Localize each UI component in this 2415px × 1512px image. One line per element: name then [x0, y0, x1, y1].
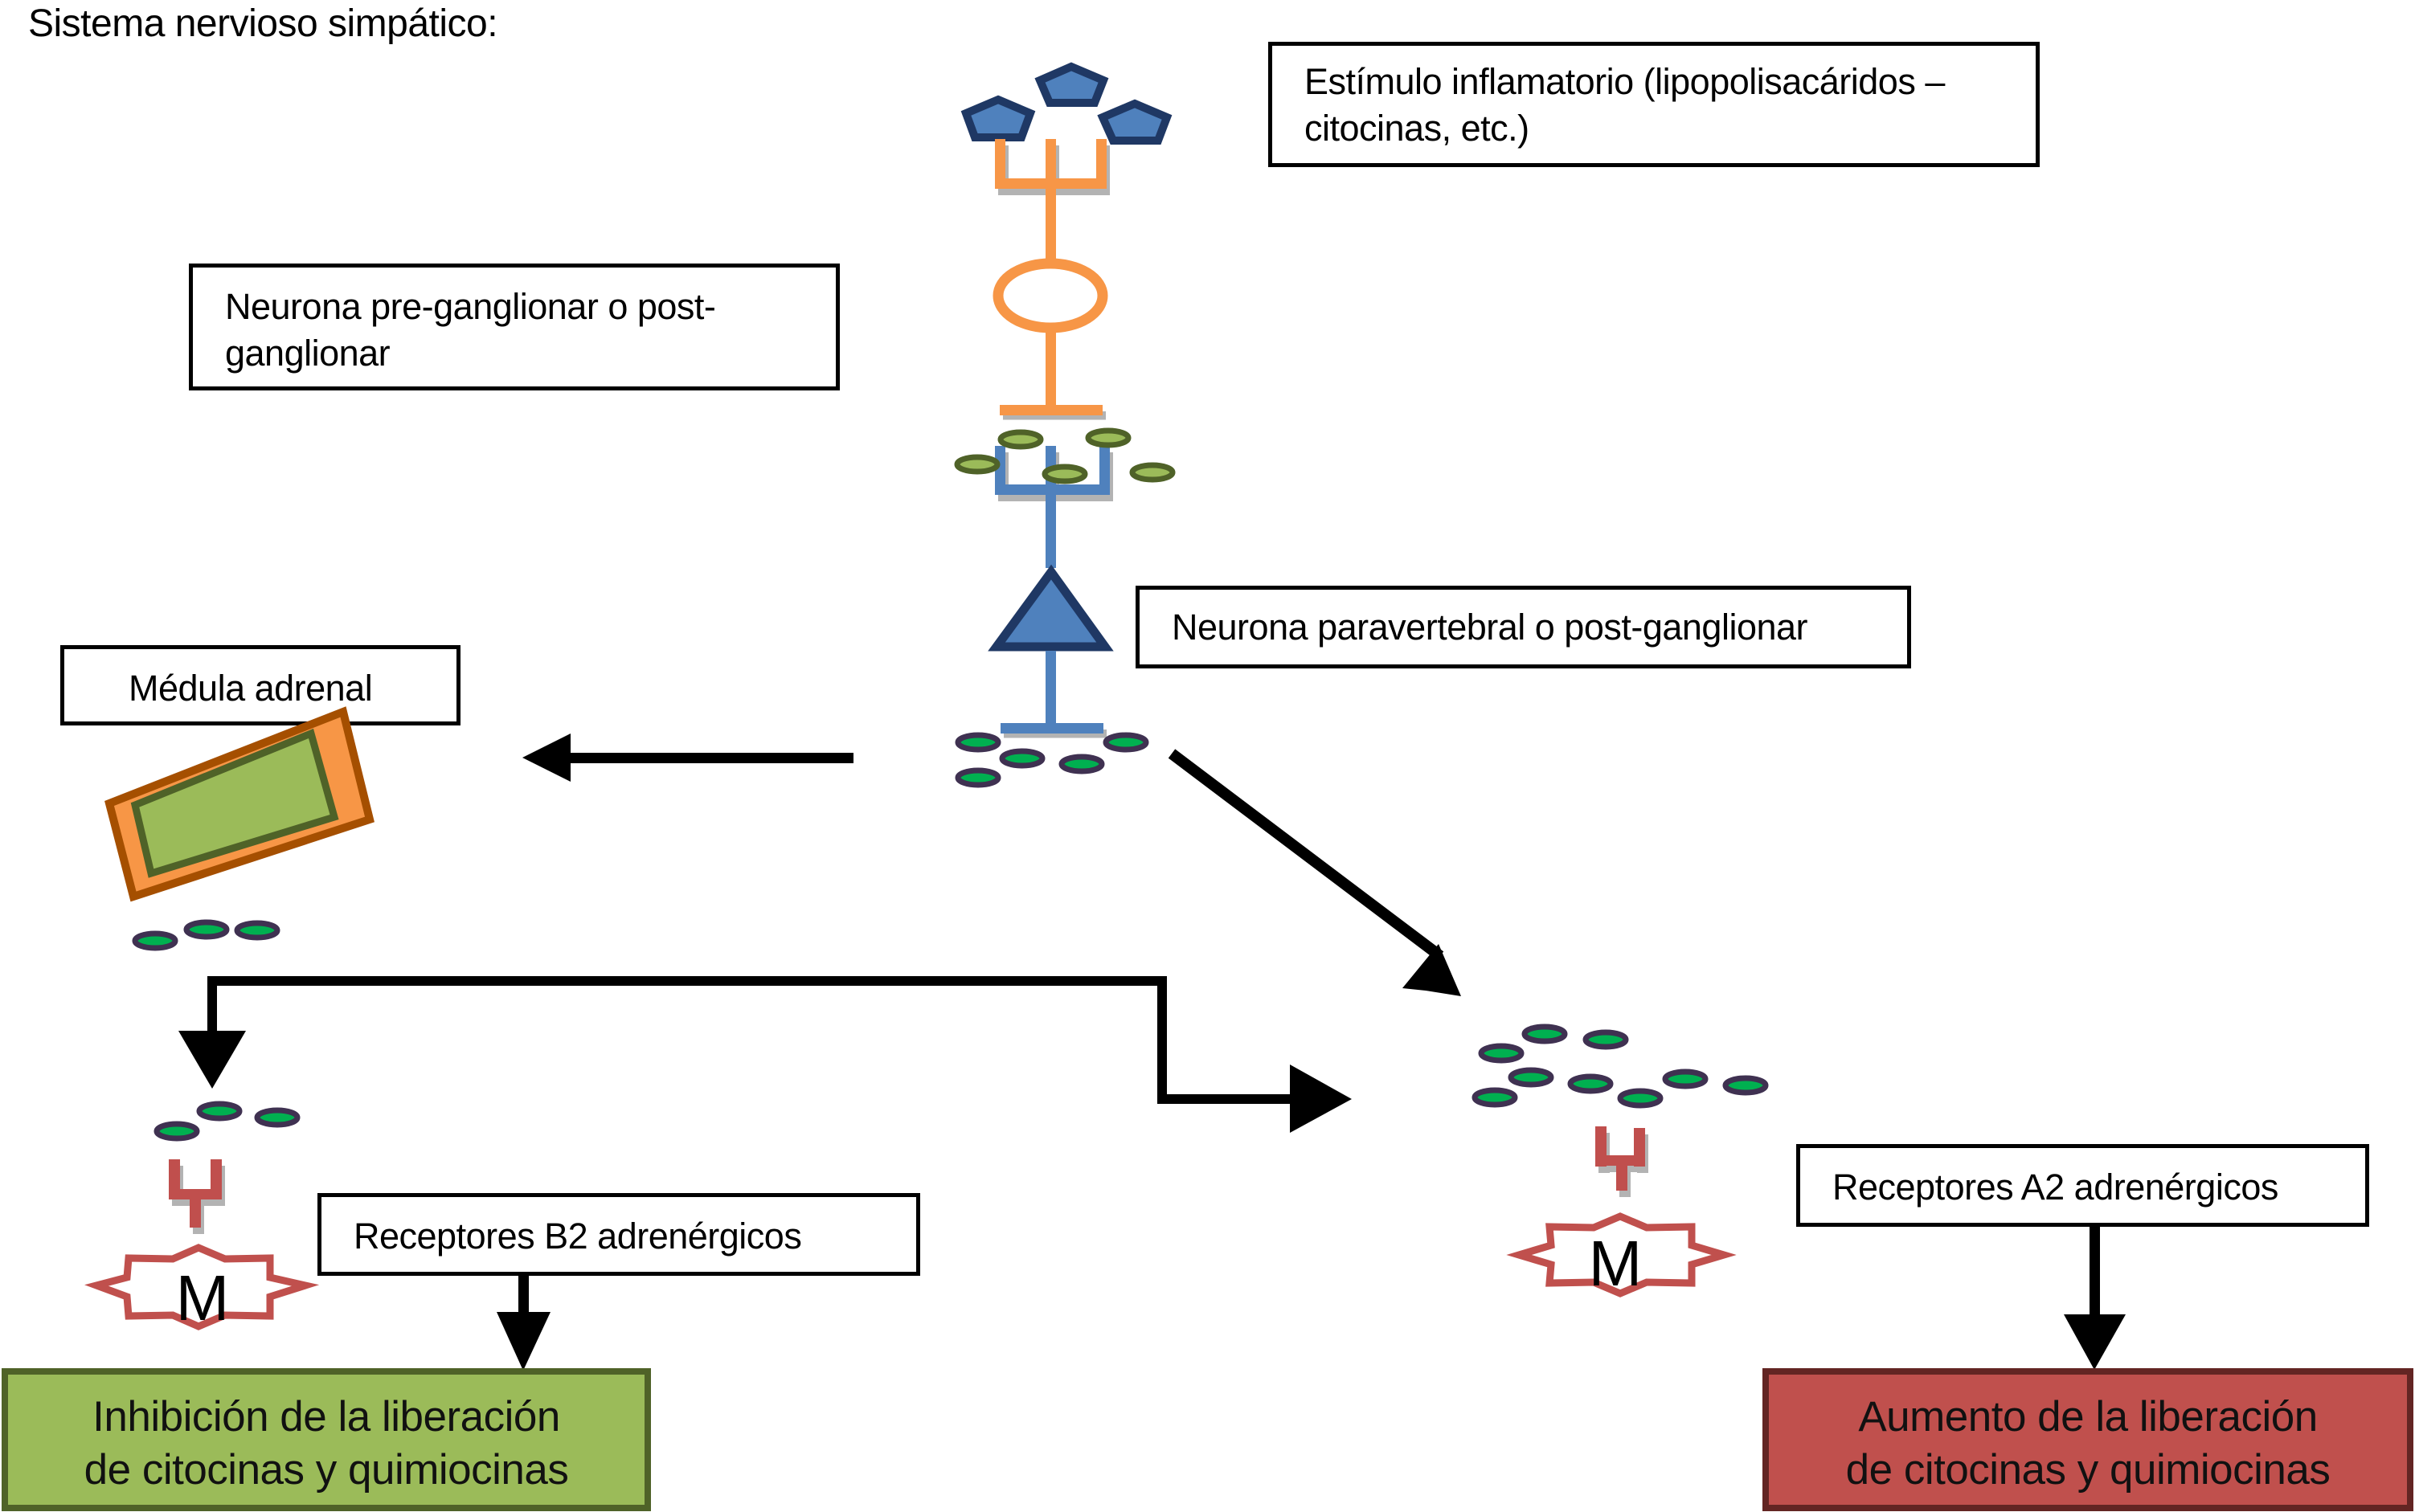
- preganglionic-neuron: [993, 139, 1108, 415]
- stimulus-pentagon-icon: [960, 95, 1036, 141]
- paravertebral-label-box: Neurona paravertebral o post-ganglionar: [1136, 586, 1911, 668]
- noradrenaline-vesicle: [153, 1121, 200, 1142]
- acetylcholine-vesicle: [1042, 464, 1088, 484]
- b2-receptors-label: Receptores B2 adrenérgicos: [354, 1216, 802, 1257]
- noradrenaline-vesicle: [1617, 1088, 1664, 1109]
- noradrenaline-vesicle: [183, 919, 230, 940]
- postganglionic-axon-lower: [1046, 651, 1056, 723]
- noradrenaline-vesicle: [1521, 1024, 1568, 1044]
- acetylcholine-vesicle: [997, 429, 1044, 450]
- increase-outcome-line-1: Aumento de la liberación: [1858, 1393, 2318, 1440]
- noradrenaline-vesicle: [132, 930, 178, 951]
- arrow-to-a2-macrophage: [1168, 749, 1461, 996]
- increase-outcome-line-2: de citocinas y quimiocinas: [1845, 1446, 2331, 1494]
- postganglionic-soma-triangle: [988, 564, 1114, 652]
- preganglionic-axon-upper: [1046, 189, 1056, 261]
- arrow-to-adrenal: [522, 734, 853, 782]
- noradrenaline-vesicle: [1567, 1073, 1614, 1094]
- diagram-title: Sistema nervioso simpático:: [28, 2, 498, 45]
- noradrenaline-vesicle: [1582, 1029, 1629, 1050]
- inhibition-outcome-line-1: Inhibición de la liberación: [92, 1393, 560, 1440]
- acetylcholine-vesicle: [954, 454, 1001, 475]
- macrophage-b2-icon: M: [84, 1244, 320, 1334]
- noradrenaline-vesicle: [1662, 1069, 1709, 1089]
- a2-receptors-label-box: Receptores A2 adrenérgicos: [1796, 1144, 2369, 1227]
- inhibition-outcome-box: Inhibición de la liberación de citocinas…: [2, 1368, 651, 1511]
- inhibition-outcome-line-2: de citocinas y quimiocinas: [84, 1446, 569, 1494]
- noradrenaline-vesicles: [132, 732, 1769, 1142]
- noradrenaline-vesicle: [254, 1107, 301, 1128]
- arrow-adrenal-split: [178, 976, 1352, 1133]
- noradrenaline-vesicle: [1478, 1043, 1525, 1064]
- noradrenaline-vesicle: [234, 920, 280, 941]
- noradrenaline-vesicle: [1103, 732, 1149, 753]
- noradrenaline-vesicle: [196, 1101, 243, 1122]
- a2-receptors-label: Receptores A2 adrenérgicos: [1832, 1167, 2278, 1208]
- adrenal-medulla-icon: [104, 706, 375, 902]
- macrophage-a2-icon: M: [1506, 1212, 1737, 1299]
- preganglionic-axon-lower: [1046, 333, 1056, 405]
- preganglionic-soma: [993, 258, 1108, 333]
- arrow-b2-to-inhibition: [497, 1275, 551, 1371]
- preganglionic-vesicles: [954, 427, 1176, 484]
- preganglionic-label-line-1: Neurona pre-ganglionar o post-: [225, 286, 716, 327]
- arrow-a2-to-increase: [2064, 1226, 2126, 1370]
- macrophage-b2-label: M: [176, 1262, 230, 1334]
- inflammatory-stimulus-molecules: [960, 62, 1173, 145]
- adrenal-medulla-label: Médula adrenal: [129, 668, 373, 709]
- noradrenaline-vesicle: [1472, 1087, 1518, 1108]
- noradrenaline-vesicle: [1722, 1075, 1769, 1096]
- noradrenaline-vesicle: [1058, 754, 1105, 774]
- adrenal-medulla-label-box: Médula adrenal: [60, 645, 460, 725]
- preganglionic-label-line-2: ganglionar: [225, 333, 391, 374]
- stimulus-label-line-2: citocinas, etc.): [1304, 108, 1529, 149]
- b2-receptor-icon: [169, 1159, 222, 1228]
- postganglionic-axon-upper: [1046, 494, 1056, 568]
- stimulus-pentagon-icon: [1034, 62, 1109, 107]
- acetylcholine-vesicle: [1085, 427, 1132, 448]
- preganglionic-terminal: [1000, 405, 1103, 415]
- noradrenaline-vesicle: [999, 748, 1046, 769]
- b2-receptors-label-box: Receptores B2 adrenérgicos: [317, 1193, 920, 1276]
- noradrenaline-vesicle: [1508, 1067, 1554, 1088]
- stimulus-pentagon-icon: [1097, 99, 1173, 145]
- macrophage-a2-label: M: [1589, 1228, 1643, 1299]
- noradrenaline-vesicle: [955, 732, 1001, 753]
- stimulus-label-line-1: Estímulo inflamatorio (lipopolisacáridos…: [1304, 61, 1945, 102]
- preganglionic-label-box: Neurona pre-ganglionar o post- gangliona…: [189, 264, 840, 390]
- a2-receptor-icon: [1595, 1126, 1645, 1191]
- postganglionic-neuron: [988, 446, 1114, 734]
- acetylcholine-vesicle: [1129, 462, 1176, 483]
- noradrenaline-vesicle: [955, 767, 1001, 788]
- postganglionic-terminal: [1001, 723, 1103, 734]
- stimulus-label-box: Estímulo inflamatorio (lipopolisacáridos…: [1268, 42, 2040, 167]
- increase-outcome-box: Aumento de la liberación de citocinas y …: [1762, 1368, 2413, 1511]
- paravertebral-label: Neurona paravertebral o post-ganglionar: [1172, 607, 1808, 648]
